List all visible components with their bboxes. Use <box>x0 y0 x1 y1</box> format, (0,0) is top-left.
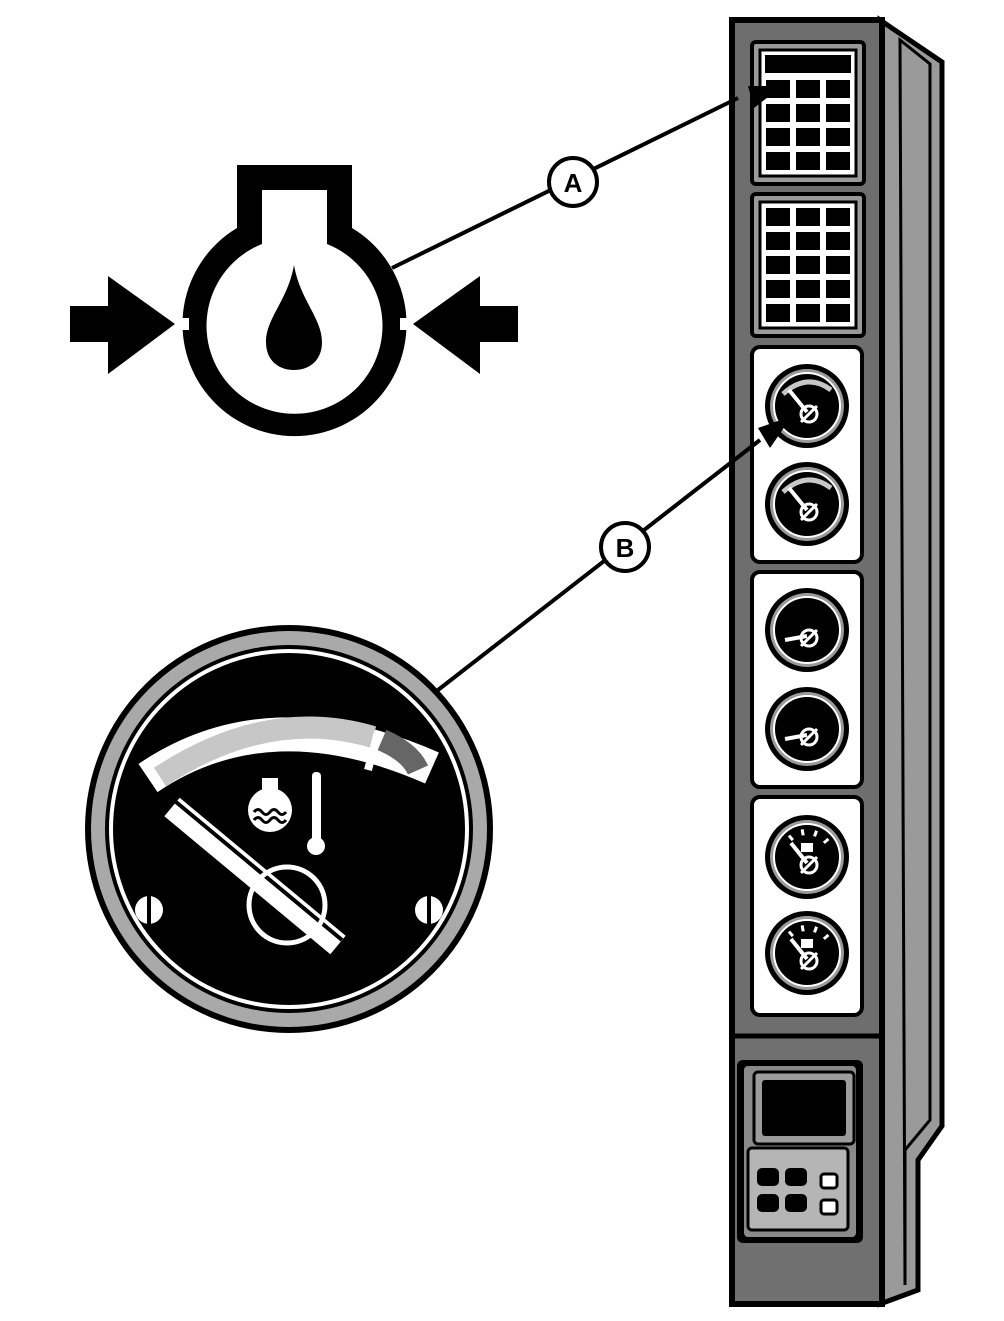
indicator-light <box>826 152 850 170</box>
indicator-light <box>766 208 790 226</box>
panel-gauge-3 <box>765 588 849 672</box>
callout-label-a: A <box>564 168 583 198</box>
indicator-light <box>826 304 850 322</box>
gauge-arc-normal <box>153 716 377 787</box>
keypad-button <box>785 1168 807 1186</box>
indicator-light <box>796 128 820 146</box>
panel-side-highlight <box>898 36 932 1286</box>
indicator-light <box>826 232 850 250</box>
indicator-light <box>796 304 820 322</box>
engine-oil-pressure-icon <box>70 165 518 437</box>
indicator-light <box>766 280 790 298</box>
indicator-light <box>766 104 790 122</box>
pressure-arrow-left-icon <box>70 276 175 374</box>
engine-coolant-temperature-icon <box>248 772 325 855</box>
oil-drop-icon <box>266 265 322 370</box>
keypad-button <box>785 1194 807 1212</box>
thermometer-icon <box>312 772 321 842</box>
gauge-danger-marker <box>364 730 382 772</box>
gauge-arc-danger <box>377 729 429 776</box>
indicator-light <box>826 128 850 146</box>
gauge-needle <box>784 733 808 741</box>
indicator-light <box>826 256 850 274</box>
leader-arrowhead-b <box>758 416 792 448</box>
gauge-hub <box>246 864 328 946</box>
leader-arrowhead-a <box>748 86 782 108</box>
indicator-light-module-lower <box>750 192 866 338</box>
gauge-needle <box>164 797 346 955</box>
panel-side-face <box>877 15 945 1308</box>
indicator-light-grid <box>766 80 850 170</box>
panel-gauge-4 <box>765 687 849 771</box>
indicator-light <box>826 104 850 122</box>
gauge-face <box>109 649 469 1009</box>
indicator-light-module-upper <box>750 40 866 186</box>
indicator-light <box>826 80 850 98</box>
indicator-light <box>766 304 790 322</box>
pressure-arrow-right-icon <box>413 276 518 374</box>
indicator-light <box>796 232 820 250</box>
keypad-led <box>819 1172 839 1190</box>
panel-gauge-2 <box>765 462 849 546</box>
indicator-light <box>766 128 790 146</box>
gauge-needle <box>784 634 808 642</box>
small-gauges <box>765 364 849 995</box>
indicator-light <box>766 152 790 170</box>
callout-badge-a: A <box>547 156 599 208</box>
indicator-light <box>796 80 820 98</box>
indicator-light <box>796 256 820 274</box>
indicator-light <box>826 208 850 226</box>
indicator-light <box>766 232 790 250</box>
indicator-light <box>796 104 820 122</box>
keypad-led <box>819 1198 839 1216</box>
indicator-light <box>766 256 790 274</box>
panel-gauge-6 <box>765 911 849 995</box>
keypad-button <box>757 1194 779 1212</box>
lower-control-module <box>737 1060 863 1243</box>
keypad-button <box>757 1168 779 1186</box>
callout-badge-b: B <box>599 521 651 573</box>
panel-gauge-5 <box>765 815 849 899</box>
panel-gauge-1 <box>765 364 849 448</box>
indicator-light <box>796 152 820 170</box>
instrument-panel <box>729 15 945 1308</box>
indicator-light-grid <box>766 208 850 322</box>
indicator-light <box>796 280 820 298</box>
coolant-temperature-gauge <box>85 625 493 1033</box>
indicator-light <box>796 208 820 226</box>
leader-line-b <box>436 438 762 692</box>
indicator-light <box>826 280 850 298</box>
callout-label-b: B <box>616 533 635 563</box>
